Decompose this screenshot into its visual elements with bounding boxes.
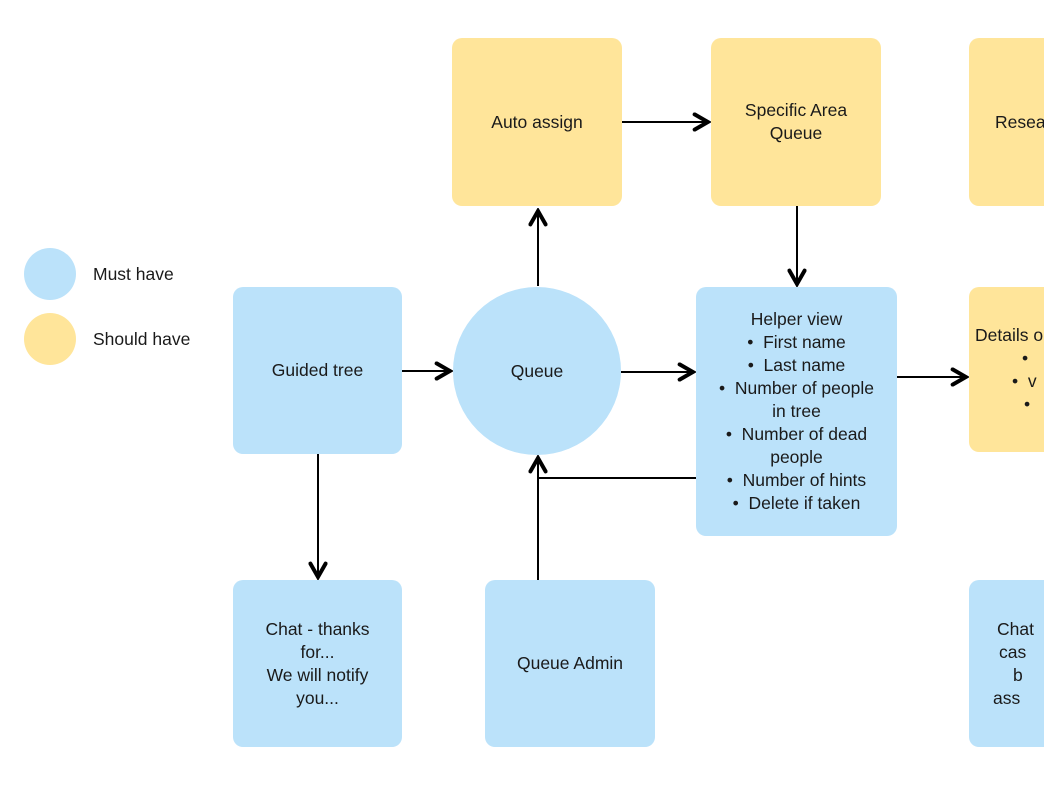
- node-details-clipped[interactable]: Details o•• v•: [969, 287, 1044, 452]
- node-research-clipped[interactable]: Resea: [969, 38, 1044, 206]
- node-text-line: in tree: [772, 401, 821, 421]
- must-have-swatch-circle[interactable]: [24, 248, 76, 300]
- node-text-line: • Number of people: [719, 378, 874, 398]
- node-text-line: Details o: [975, 324, 1044, 345]
- node-text-line: • First name: [747, 332, 846, 352]
- node-text-line: cas: [999, 641, 1027, 662]
- node-auto-assign[interactable]: Auto assign: [452, 38, 622, 206]
- node-queue-circle[interactable]: Queue: [453, 287, 621, 455]
- node-guided-tree[interactable]: Guided tree: [233, 287, 402, 454]
- node-queue-admin[interactable]: Queue Admin: [485, 580, 655, 747]
- node-text-line: • Last name: [747, 355, 846, 375]
- node-queue-label: Queue: [510, 360, 564, 381]
- legend-item-must-have: Must have: [24, 248, 174, 300]
- node-text-line: Resea: [995, 111, 1044, 132]
- node-text-line: b: [1013, 664, 1023, 685]
- node-text-line: • Number of hints: [726, 470, 867, 490]
- node-text-line: • Number of dead: [725, 424, 868, 444]
- node-helper-view[interactable]: Helper view • First name • Last name • Numb…: [696, 287, 897, 536]
- legend-label-must-have: Must have: [93, 263, 174, 284]
- node-text-line: •: [1022, 347, 1029, 368]
- should-have-swatch-circle[interactable]: [24, 313, 76, 365]
- node-specific-area-queue[interactable]: Specific Area Queue: [711, 38, 881, 206]
- node-text-line: We will notify: [266, 664, 369, 685]
- node-text-line: people: [770, 447, 823, 467]
- node-text-line: you...: [296, 687, 339, 708]
- node-text-line: ass: [993, 687, 1021, 708]
- node-guided-tree-label: Guided tree: [271, 360, 364, 380]
- node-text-line: • Delete if taken: [732, 493, 861, 513]
- legend-item-should-have: Should have: [24, 313, 190, 365]
- node-text-line: Chat: [997, 618, 1034, 639]
- node-specific-area-queue-label: Specific Area Queue: [744, 100, 848, 143]
- node-text-line: Helper view: [750, 309, 843, 329]
- node-queue-admin-label: Queue Admin: [516, 653, 624, 673]
- node-text-line: for...: [300, 641, 335, 662]
- node-text-line: Chat - thanks: [265, 618, 370, 639]
- node-text-line: •: [1024, 393, 1031, 414]
- legend-label-should-have: Should have: [93, 328, 191, 349]
- node-text-line: • v: [1012, 370, 1037, 391]
- node-auto-assign-label: Auto assign: [491, 111, 583, 132]
